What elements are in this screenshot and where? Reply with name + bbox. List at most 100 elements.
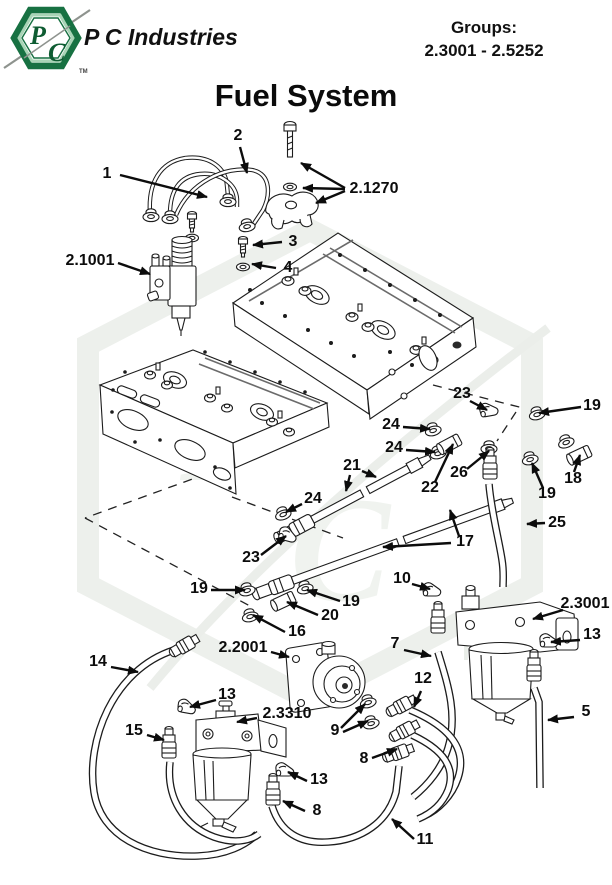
callout-15: 15 — [125, 722, 165, 742]
callout-label: 20 — [321, 607, 339, 624]
callout-label: 8 — [313, 802, 322, 819]
groups-range: 2.3001 - 2.5252 — [424, 41, 543, 60]
pipe-nut — [237, 216, 257, 234]
company-name: P C Industries — [84, 24, 238, 50]
callout-13: 13 — [550, 626, 601, 646]
callout-arrow — [282, 799, 306, 813]
callout-arrow — [315, 189, 346, 205]
callout-arrow — [371, 747, 398, 760]
nut-16 — [239, 606, 260, 625]
callout-19: 19 — [306, 588, 360, 610]
callout-arrow — [466, 450, 490, 470]
callout-label: 19 — [583, 397, 601, 414]
callout-label: 23 — [453, 385, 471, 402]
callout-arrow — [119, 173, 208, 199]
callout-arrow — [382, 541, 452, 551]
fuel-injector — [146, 235, 197, 336]
callout-arrow — [344, 474, 353, 492]
fitting-7 — [430, 600, 446, 634]
callout-4: 4 — [251, 259, 293, 276]
callout-arrow — [526, 518, 546, 528]
callout-arrow — [287, 770, 308, 783]
callout-arrow — [547, 714, 575, 724]
callout-24: 24 — [382, 416, 431, 433]
pipe-connector — [186, 210, 198, 233]
callout-arrow — [270, 649, 290, 659]
callout-2: 2 — [234, 127, 249, 174]
callout-arrow — [252, 613, 286, 634]
callout-label: 19 — [538, 485, 556, 502]
callout-label: 2.1001 — [66, 252, 115, 269]
callout-23: 23 — [242, 535, 287, 566]
callout-arrow — [538, 405, 582, 417]
callout-19: 19 — [190, 580, 246, 597]
callout-arrow — [189, 698, 217, 709]
pipe-nut — [219, 193, 237, 208]
callout-3: 3 — [252, 233, 298, 250]
callout-24: 24 — [285, 490, 322, 514]
callout-arrow — [117, 261, 151, 276]
clamp-washer — [282, 182, 298, 192]
callout-20: 20 — [286, 600, 339, 624]
callout-10: 10 — [393, 570, 431, 591]
callout-21: 21 — [343, 457, 377, 492]
head-bolts-right — [248, 253, 442, 367]
callout-label: 19 — [342, 593, 360, 610]
nut-18 — [555, 431, 576, 451]
callout-label: 17 — [456, 533, 474, 550]
logo-letter-c: C — [48, 38, 66, 67]
callout-label: 2.1270 — [350, 180, 399, 197]
callout-arrow — [361, 468, 377, 479]
callout-label: 13 — [310, 771, 328, 788]
callout-24: 24 — [385, 439, 436, 456]
callout-label: 11 — [417, 831, 434, 848]
callout-8: 8 — [282, 799, 322, 819]
callout-label: 14 — [89, 653, 107, 670]
callout-25: 25 — [526, 514, 566, 531]
callout-arrow — [572, 454, 582, 473]
callout-22: 22 — [421, 443, 455, 496]
rocker-clamp — [265, 191, 319, 230]
callout-arrow — [403, 648, 432, 659]
hoses — [88, 483, 544, 860]
pc-industries-logo: P C TM — [3, 6, 91, 75]
callout-arrow — [110, 665, 139, 675]
callout-14: 14 — [89, 653, 139, 675]
elbow-10 — [422, 582, 442, 597]
injector-fuel-pipes — [142, 155, 271, 272]
callout-arrow — [550, 636, 581, 646]
cylinder-head-left — [98, 349, 330, 495]
callout-label: 12 — [414, 670, 432, 687]
callout-label: 5 — [582, 703, 591, 720]
callout-13: 13 — [287, 770, 328, 788]
callout-label: 21 — [343, 457, 361, 474]
callout-arrow — [285, 502, 303, 514]
callout-label: 4 — [284, 259, 293, 276]
callout-2.1001: 2.1001 — [66, 252, 151, 276]
callout-arrow — [306, 588, 341, 603]
callout-2.2001: 2.2001 — [219, 639, 290, 659]
callout-label: 3 — [289, 233, 298, 250]
callout-label: 7 — [391, 635, 400, 652]
header: P C TM P C Industries Groups: 2.3001 - 2… — [3, 6, 544, 113]
callout-arrow — [286, 600, 319, 617]
callout-label: 2.3310 — [263, 705, 312, 722]
callout-arrow — [252, 239, 283, 249]
callout-label: 13 — [218, 686, 236, 703]
callout-17: 17 — [382, 509, 474, 551]
callout-19: 19 — [538, 397, 601, 417]
callout-label: 24 — [382, 416, 400, 433]
callout-label: 18 — [564, 470, 582, 487]
callout-arrow — [340, 703, 366, 729]
callout-label: 9 — [331, 722, 340, 739]
callout-arrow — [300, 161, 346, 190]
callout-arrow — [412, 690, 423, 708]
callout-12: 12 — [412, 670, 432, 708]
callout-2.3001: 2.3001 — [532, 595, 610, 621]
callout-26: 26 — [450, 450, 490, 481]
callout-23: 23 — [453, 385, 488, 412]
callout-13: 13 — [189, 686, 236, 709]
callout-19: 19 — [530, 462, 556, 502]
page-title: Fuel System — [215, 78, 398, 113]
